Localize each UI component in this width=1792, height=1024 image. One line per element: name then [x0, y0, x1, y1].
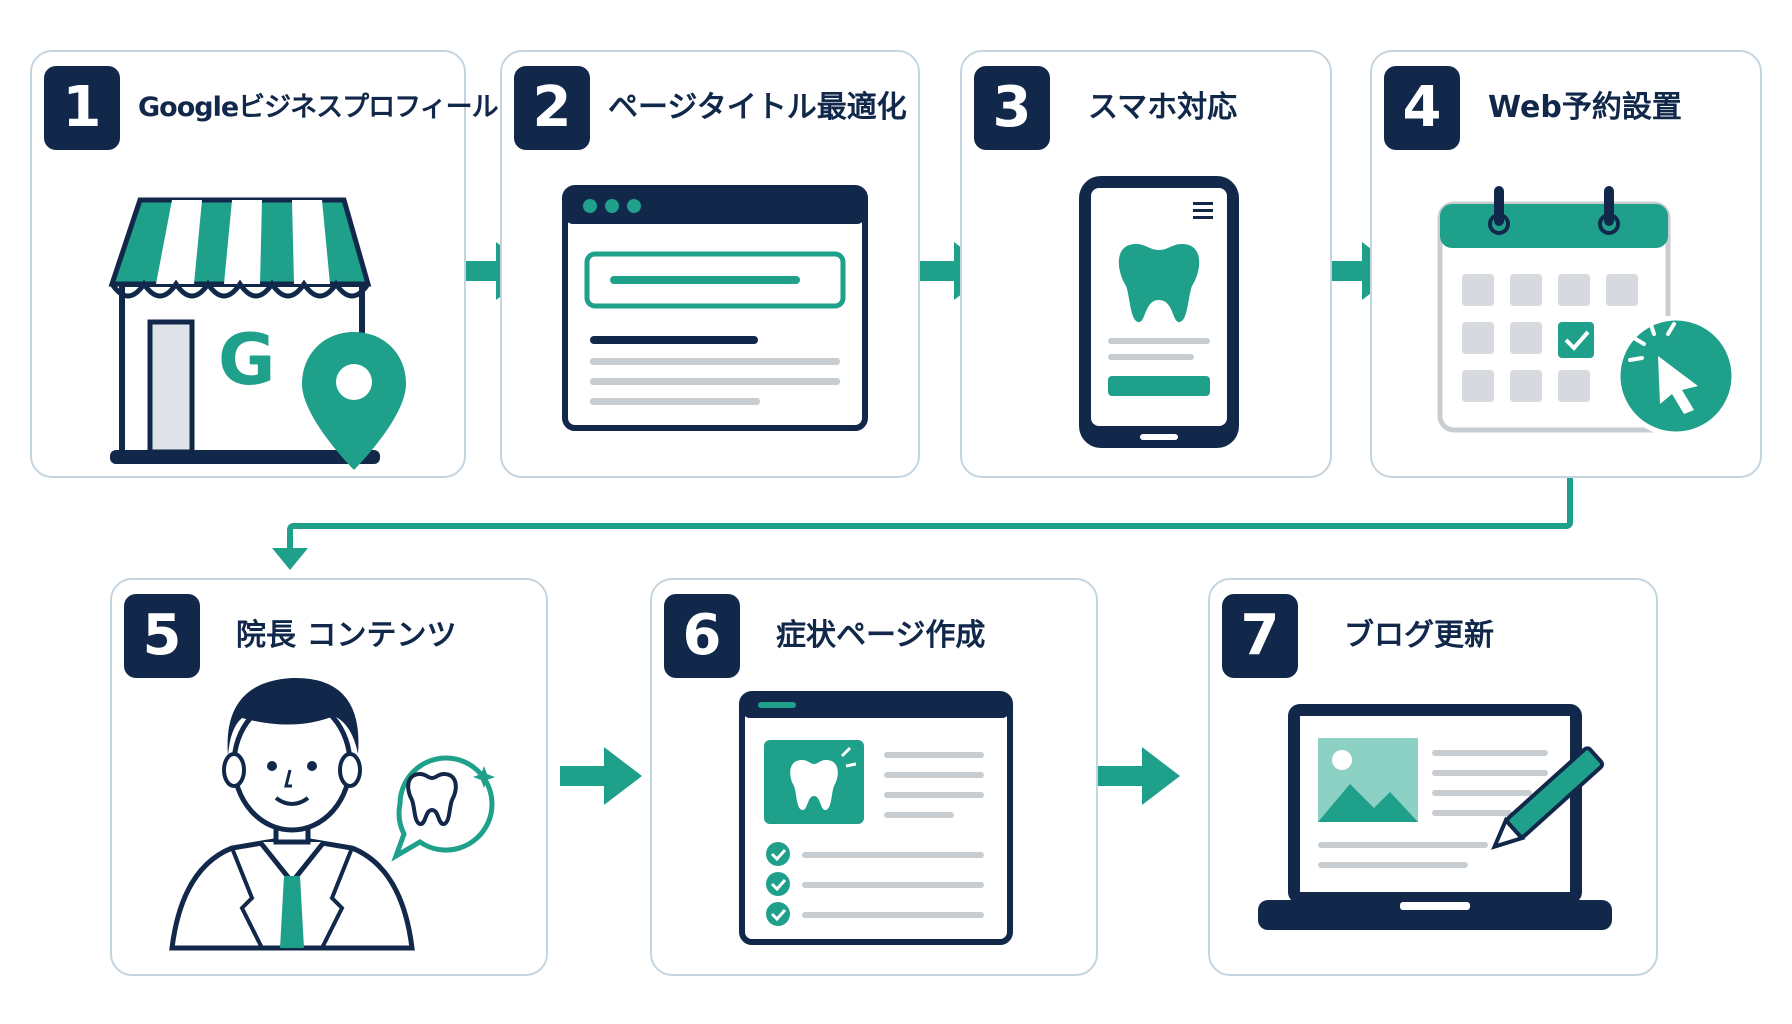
smartphone-tooth-icon	[1079, 176, 1239, 448]
step-number-badge: 2	[514, 66, 590, 150]
laptop-pen-icon	[1258, 704, 1612, 930]
step-title: 院長 コンテンツ	[236, 618, 457, 653]
step-card-1: 1 Googleビジネスプロフィール G	[30, 50, 499, 478]
step-title: スマホ対応	[1088, 90, 1238, 125]
step-title: ブログ更新	[1344, 618, 1494, 653]
step-number-badge: 4	[1384, 66, 1460, 150]
step-title: 症状ページ作成	[776, 618, 986, 653]
flow-arrow-5-to-6	[560, 747, 642, 805]
step-title: ページタイトル最適化	[608, 90, 907, 125]
step-number-badge: 5	[124, 594, 200, 678]
step-card-3: 3 スマホ対応	[960, 50, 1332, 478]
doctor-speech-bubble-icon	[169, 677, 495, 951]
step-card-7: 7 ブログ更新	[1208, 578, 1658, 976]
step-card-4: 4 Web予約設置	[1370, 50, 1762, 478]
step-card-5: 5 院長 コンテンツ	[110, 578, 548, 976]
step-number-badge: 7	[1222, 594, 1298, 678]
step-title: Googleビジネスプロフィール	[138, 92, 499, 123]
browser-title-bar-icon	[562, 185, 868, 431]
step-card-6: 6 症状ページ作成	[650, 578, 1098, 976]
flow-arrow-6-to-7	[1098, 747, 1180, 805]
symptom-page-checklist-icon	[739, 691, 1013, 945]
google-logo-letter: G	[218, 319, 275, 401]
step-number-badge: 3	[974, 66, 1050, 150]
step-number-badge: 1	[44, 66, 120, 150]
step-card-2: 2 ページタイトル最適化	[500, 50, 920, 478]
storefront-google-pin-icon: G	[108, 197, 406, 470]
step-title: Web予約設置	[1488, 90, 1682, 125]
calendar-click-icon	[1437, 186, 1737, 437]
step-number-badge: 6	[664, 594, 740, 678]
